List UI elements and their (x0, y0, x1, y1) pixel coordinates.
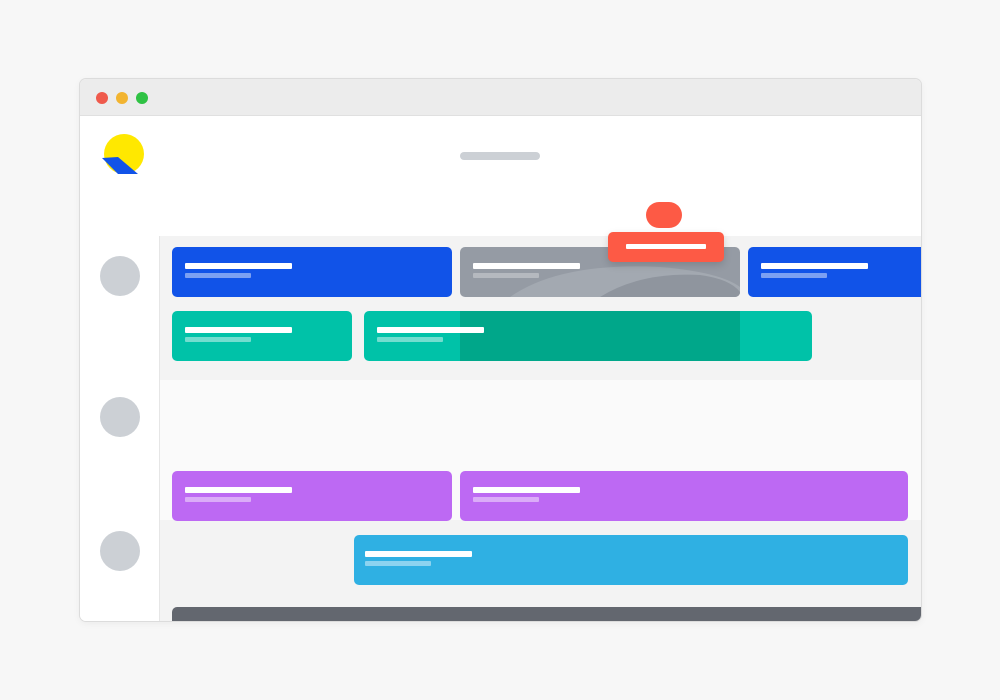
event-title-placeholder (473, 487, 580, 493)
minimize-window-button[interactable] (116, 92, 128, 104)
event-card[interactable] (354, 535, 908, 585)
event-title-placeholder (761, 263, 868, 269)
sun-logo-icon[interactable] (100, 134, 146, 178)
event-subtitle-placeholder (761, 273, 827, 278)
event-card[interactable] (172, 311, 352, 361)
event-title-placeholder (377, 327, 484, 333)
event-title-placeholder (626, 244, 706, 249)
resource-sidebar (80, 236, 160, 621)
event-subtitle-placeholder (473, 497, 539, 502)
event-subtitle-placeholder (185, 497, 251, 502)
event-card[interactable] (364, 311, 812, 361)
event-subtitle-placeholder (365, 561, 431, 566)
close-window-button[interactable] (96, 92, 108, 104)
event-subtitle-placeholder (473, 273, 539, 278)
dragged-event-card[interactable] (608, 232, 724, 262)
event-title-placeholder (185, 327, 292, 333)
browser-window (80, 79, 921, 621)
avatar[interactable] (100, 531, 140, 571)
drag-handle[interactable] (646, 202, 682, 228)
scheduler-board (80, 236, 921, 621)
window-titlebar (80, 79, 921, 116)
event-card[interactable] (172, 471, 452, 521)
event-card[interactable] (748, 247, 921, 297)
drop-shadow-shape (510, 266, 740, 297)
event-title-placeholder (185, 263, 292, 269)
app-header (80, 116, 921, 236)
event-subtitle-placeholder (185, 337, 251, 342)
overlap-highlight (460, 311, 740, 361)
event-title-placeholder (365, 551, 472, 557)
event-subtitle-placeholder (377, 337, 443, 342)
event-title-placeholder (473, 263, 580, 269)
avatar[interactable] (100, 256, 140, 296)
event-card[interactable] (172, 247, 452, 297)
event-subtitle-placeholder (185, 273, 251, 278)
page-title-placeholder (460, 152, 540, 160)
maximize-window-button[interactable] (136, 92, 148, 104)
event-title-placeholder (185, 487, 292, 493)
event-card[interactable] (172, 607, 921, 621)
event-card[interactable] (460, 471, 908, 521)
avatar[interactable] (100, 397, 140, 437)
